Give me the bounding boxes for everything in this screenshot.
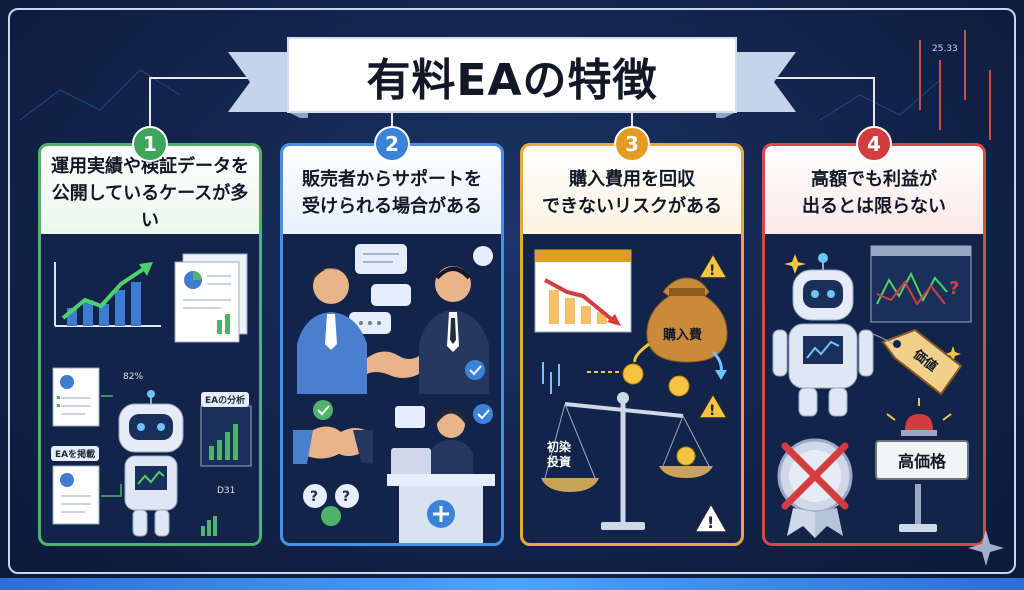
- d31-label: D31: [217, 486, 236, 496]
- heading-line-1: 販売者からサポートを: [302, 169, 482, 190]
- initial-investment-line-2: 投資: [547, 455, 572, 469]
- card-cost-recovery-risk: 購入費用を回収 できないリスクがある ! !: [520, 143, 744, 546]
- percent-label: 82%: [123, 372, 144, 382]
- card-performance-data: 運用実績や検証データを 公開しているケースが多い: [38, 143, 262, 546]
- ea-public-label: EAを掲載: [51, 446, 100, 461]
- loss-scale-illustration: ! ! !: [534, 249, 729, 533]
- svg-text:!: !: [707, 513, 714, 532]
- card-number-1: 1: [132, 126, 168, 162]
- card-illustration: ? ?: [283, 234, 501, 543]
- robot-price-illustration: ?: [772, 245, 972, 538]
- heading-line-2: 受けられる場合がある: [302, 196, 482, 217]
- heading-line-1: 購入費用を回収: [569, 169, 695, 190]
- initial-investment-line-1: 初染: [547, 440, 572, 454]
- svg-text:?: ?: [310, 489, 318, 505]
- card-number-2: 2: [374, 126, 410, 162]
- bottom-accent-bar: [0, 578, 1024, 590]
- support-handshake-illustration: ? ?: [293, 244, 495, 543]
- svg-text:?: ?: [949, 278, 959, 299]
- heading-line-1: 運用実績や検証データを: [51, 155, 249, 177]
- initial-investment-label: 初染 投資: [547, 440, 571, 470]
- purchase-cost-label: 購入費: [663, 328, 703, 343]
- svg-text:?: ?: [342, 489, 350, 505]
- heading-line-2: 公開しているケースが多い: [51, 182, 249, 231]
- card-number-4: 4: [856, 126, 892, 162]
- heading-line-1: 高額でも利益が: [811, 169, 937, 190]
- page-title: 有料EAの特徴: [366, 55, 658, 106]
- ea-analysis-label: EAの分析: [201, 392, 250, 407]
- outer-frame: [8, 8, 1016, 574]
- card-illustration: ?: [765, 234, 983, 543]
- heading-line-2: できないリスクがある: [542, 196, 722, 217]
- high-price-sign: 高価格: [875, 440, 969, 480]
- heading-line-2: 出るとは限らない: [802, 196, 946, 217]
- title-ribbon: 有料EAの特徴: [228, 34, 796, 118]
- svg-text:!: !: [709, 403, 715, 419]
- ticker-value: 25.33: [932, 44, 958, 54]
- svg-text:!: !: [709, 263, 715, 279]
- chart-report-robot-illustration: [52, 253, 252, 537]
- card-illustration: ! ! ! 購入費: [523, 234, 741, 543]
- card-illustration: 82% EAの分析 EAを掲載 D31: [41, 234, 259, 543]
- card-number-3: 3: [614, 126, 650, 162]
